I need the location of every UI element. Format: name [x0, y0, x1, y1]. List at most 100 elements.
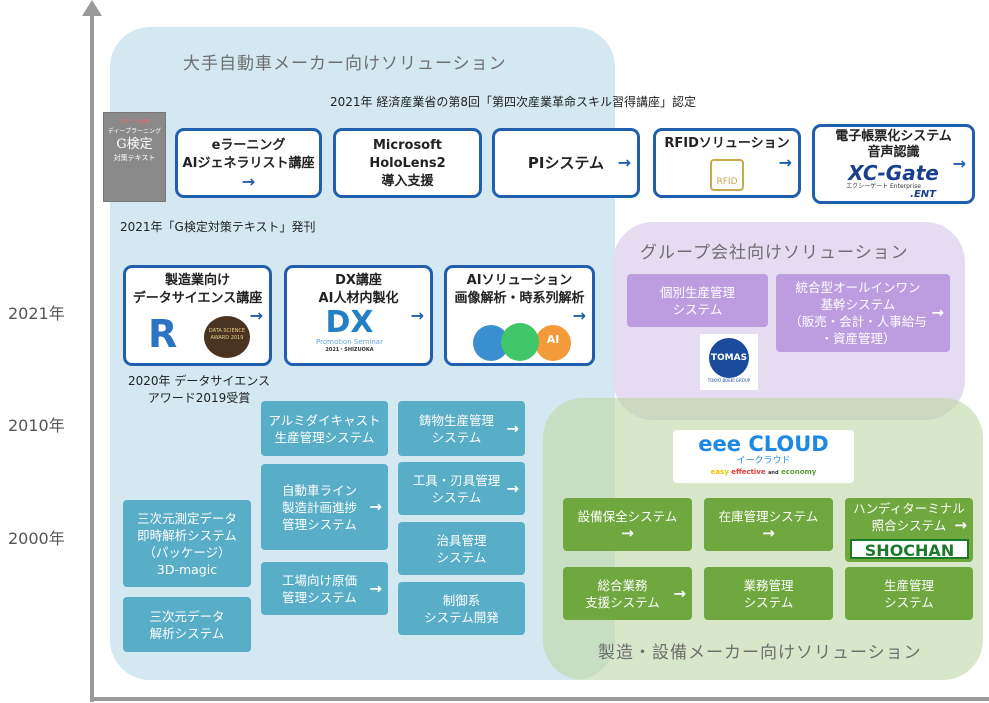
teal-box-control[interactable]: 制御系 システム開発: [398, 582, 525, 635]
xc-gate-logo: XC-Gate: [848, 161, 939, 185]
card-line1: Microsoft HoloLens2: [369, 138, 446, 171]
eee-tag-economy: economy: [781, 468, 817, 476]
card-line2: AIジェネラリスト講座: [182, 156, 315, 171]
card-line2: 音声認識: [867, 145, 920, 160]
xc-gate-sub: エクシーゲート Enterprise: [846, 183, 921, 190]
teal-box-3d-data[interactable]: 三次元データ 解析システム: [123, 597, 251, 652]
green-box-handy-terminal[interactable]: ハンディターミナル 照合システム → SHOCHAN: [845, 498, 973, 562]
award-note-line1: 2020年 データサイエンス: [128, 374, 270, 388]
book-line2: ディープラーニング: [107, 128, 162, 135]
arrow-right-icon: →: [954, 516, 967, 534]
teal-box-casting[interactable]: 鋳物生産管理 システム →: [398, 401, 525, 456]
eee-tag-easy: easy: [710, 468, 729, 476]
card-e-form[interactable]: 電子帳票化システム 音声認識 XC-Gate エクシーゲート Enterpris…: [812, 124, 975, 204]
arrow-right-icon: →: [617, 153, 631, 172]
card-line1: DX講座: [335, 273, 382, 288]
arrow-right-icon: →: [762, 523, 775, 542]
card-line2: 画像解析・時系列解析: [454, 291, 585, 306]
teal-box-tools[interactable]: 工具・刃具管理 システム →: [398, 462, 525, 515]
card-dx[interactable]: DX講座 AI人材内製化 DX Promotion Seminar 2021・S…: [284, 265, 433, 366]
card-pi-system[interactable]: PIシステム →: [492, 128, 640, 198]
arrow-right-icon: →: [572, 305, 586, 325]
card-line1: RFIDソリューション: [664, 136, 790, 151]
eee-cloud-logo: eee CLOUD イークラウド easy effective and econ…: [673, 430, 854, 483]
card-rfid[interactable]: RFIDソリューション RFID →: [653, 128, 801, 198]
green-box-production-management[interactable]: 生産管理 システム: [845, 567, 973, 620]
arrow-right-icon: →: [506, 479, 519, 497]
group-box-individual-production[interactable]: 個別生産管理 システム: [627, 274, 768, 327]
r-logo: R: [148, 312, 178, 356]
year-label-2010: 2010年: [8, 416, 65, 435]
y-axis-arrowhead: [82, 0, 102, 16]
eee-cloud-title: eee CLOUD: [698, 432, 829, 456]
card-line2: データサイエンス講座: [132, 291, 263, 306]
card-line1: eラーニング: [211, 138, 286, 153]
eee-tag-effective: effective: [731, 468, 766, 476]
box-label: 工具・刃具管理 システム: [412, 472, 501, 505]
arrow-right-icon: →: [621, 523, 634, 542]
teal-box-jig[interactable]: 治具管理 システム: [398, 522, 525, 575]
card-line2: AI人材内製化: [318, 291, 399, 306]
book-line1: スピード合格: [119, 119, 150, 125]
arrow-right-icon: →: [369, 497, 382, 516]
book-subtitle: 対策テキスト: [113, 154, 156, 162]
box-label: 鋳物生産管理 システム: [418, 412, 494, 445]
tomas-logo: TOMAS TOKYO BOEKI GROUP: [700, 334, 758, 390]
gkentei-book-image: スピード合格 ディープラーニング G検定 対策テキスト: [103, 112, 166, 202]
card-line1: 製造業向け: [164, 273, 230, 288]
rfid-icon-label: RFID: [716, 177, 738, 187]
award-badge-text: DATA SCIENCE AWARD 2019: [208, 328, 246, 341]
automaker-region-title: 大手自動車メーカー向けソリューション: [183, 54, 507, 74]
year-label-2021: 2021年: [8, 304, 65, 323]
box-label: 総合業務 支援システム: [585, 577, 660, 610]
group-region-title: グループ会社向けソリューション: [640, 243, 909, 263]
teal-box-3d-magic[interactable]: 三次元測定データ 即時解析システム （パッケージ） 3D-magic: [123, 500, 251, 587]
card-ai-solution[interactable]: AIソリューション 画像解析・時系列解析 AI →: [444, 265, 595, 366]
eee-tag-and: and: [768, 470, 779, 476]
tomas-logo-sub: TOKYO BOEKI GROUP: [707, 378, 751, 383]
group-box-all-in-one[interactable]: 統合型オールインワン 基幹システム （販売・会計・人事給与 ・資産管理） →: [776, 274, 950, 352]
box-label: 自動車ライン 製造計画進捗 管理システム: [281, 482, 357, 532]
gkentei-note: 2021年「G検定対策テキスト」発刊: [120, 220, 316, 234]
box-label: 在庫管理システム: [718, 508, 819, 524]
card-line2: 導入支援: [381, 174, 434, 189]
xc-gate-ent: .ENT: [910, 189, 936, 200]
dx-logo-sub: Promotion Seminar: [316, 338, 383, 346]
green-box-business-management[interactable]: 業務管理 システム: [704, 567, 833, 620]
box-label: 設備保全システム: [577, 508, 678, 524]
arrow-right-icon: →: [673, 584, 686, 602]
dx-logo: DX: [325, 305, 374, 340]
teal-box-aluminum-diecast[interactable]: アルミダイキャスト 生産管理システム: [261, 401, 388, 456]
eee-cloud-kana: イークラウド: [736, 456, 791, 466]
dx-logo-sub2: 2021・SHIZUOKA: [325, 347, 374, 353]
card-line1: 電子帳票化システム: [835, 129, 952, 144]
card-hololens[interactable]: Microsoft HoloLens2 導入支援: [333, 128, 482, 198]
ai-circle-label: AI: [535, 325, 571, 361]
teal-box-cost[interactable]: 工場向け原価 管理システム →: [261, 562, 388, 615]
green-box-maintenance[interactable]: 設備保全システム→: [563, 498, 692, 551]
arrow-right-icon: →: [931, 303, 944, 322]
arrow-right-icon: →: [410, 305, 424, 325]
card-data-science[interactable]: 製造業向け データサイエンス講座 R DATA SCIENCE AWARD 20…: [123, 265, 272, 366]
green-box-inventory[interactable]: 在庫管理システム→: [704, 498, 833, 551]
card-elearning[interactable]: eラーニング AIジェネラリスト講座 →: [175, 128, 322, 198]
teal-box-auto-line[interactable]: 自動車ライン 製造計画進捗 管理システム →: [261, 464, 388, 550]
ai-circles-icon: AI: [473, 323, 573, 361]
box-label: 統合型オールインワン 基幹システム （販売・会計・人事給与 ・資産管理）: [789, 280, 927, 346]
arrow-right-icon: →: [249, 305, 263, 325]
arrow-right-icon: →: [778, 153, 792, 172]
book-title: G検定: [116, 137, 153, 152]
arrow-right-icon: →: [506, 419, 519, 437]
arrow-right-icon: →: [952, 154, 966, 173]
arrow-right-icon: →: [241, 172, 256, 191]
card-line1: PIシステム: [527, 154, 605, 172]
arrow-right-icon: →: [369, 579, 382, 597]
manufacturer-region-title: 製造・設備メーカー向けソリューション: [598, 643, 922, 663]
rfid-icon: RFID: [710, 159, 744, 191]
year-label-2000: 2000年: [8, 529, 65, 548]
box-label: 工場向け原価 管理システム: [281, 572, 357, 605]
award-note-line2: アワード2019受賞: [147, 391, 251, 405]
card-line1: AIソリューション: [466, 273, 573, 288]
x-axis-line: [90, 697, 989, 701]
green-box-general-business[interactable]: 総合業務 支援システム →: [563, 567, 692, 620]
